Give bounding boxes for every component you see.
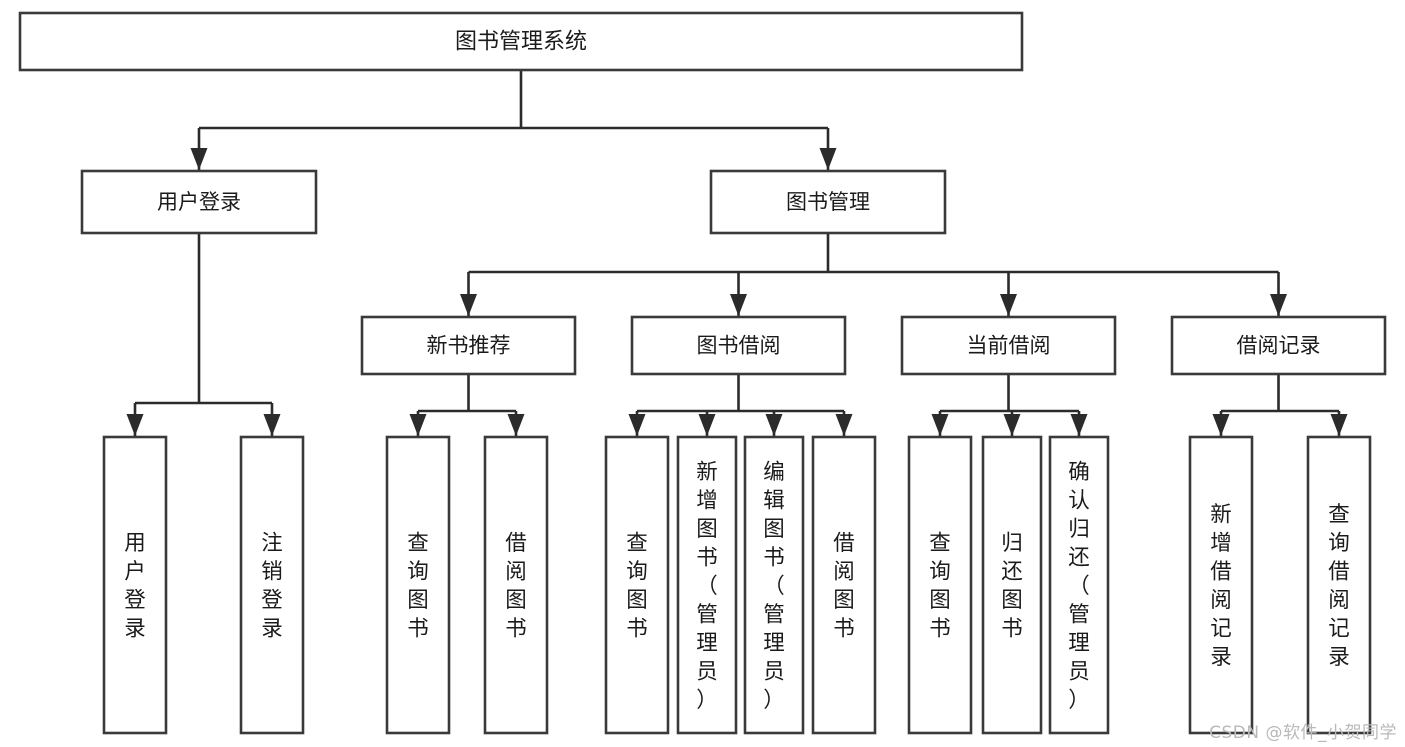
node-l2-user-login[interactable]: 用户登录 (80, 169, 318, 235)
node-box-leaf-nb-query (385, 435, 451, 735)
arrow-head-icon (409, 414, 427, 436)
node-box-leaf-user-login (102, 435, 168, 735)
arrow-head-icon (730, 294, 747, 316)
node-l3-record[interactable]: 借阅记录 (1170, 315, 1387, 376)
node-box-leaf-bw-query (604, 435, 670, 735)
node-label-leaf-bw-edit: 编辑图书（管理员） (763, 460, 785, 713)
node-leaf-cur-query[interactable]: 查询图书 (907, 435, 973, 735)
node-label-leaf-cur-confirm: 确认归还（管理员） (1068, 460, 1090, 713)
arrow-head-icon (931, 414, 949, 436)
node-root[interactable]: 图书管理系统 (18, 11, 1024, 72)
edge-group-l2-book-manage (460, 233, 1287, 316)
node-leaf-bw-edit[interactable]: 编辑图书（管理员） (743, 435, 805, 735)
node-label-l3-borrow: 图书借阅 (697, 334, 781, 358)
node-box-leaf-bw-borrow (811, 435, 877, 735)
node-l3-new-book[interactable]: 新书推荐 (360, 315, 577, 376)
arrow-head-icon (126, 414, 144, 436)
arrow-head-icon (1003, 414, 1021, 436)
arrow-head-icon (765, 414, 783, 436)
node-label-leaf-logout: 注销登录 (261, 531, 283, 642)
node-leaf-nb-query[interactable]: 查询图书 (385, 435, 451, 735)
edge-group-l3-record (1212, 374, 1348, 436)
node-leaf-bw-query[interactable]: 查询图书 (604, 435, 670, 735)
node-box-leaf-rec-query (1306, 435, 1372, 735)
node-label-leaf-nb-borrow: 借阅图书 (505, 531, 527, 642)
node-leaf-nb-borrow[interactable]: 借阅图书 (483, 435, 549, 735)
node-leaf-bw-add[interactable]: 新增图书（管理员） (676, 435, 738, 735)
connector-layer (126, 70, 1348, 436)
node-leaf-user-login[interactable]: 用户登录 (102, 435, 168, 735)
csdn-watermark: CSDN @软件_小贺同学 (1209, 723, 1397, 743)
node-box-leaf-bw-edit (743, 435, 805, 735)
edge-group-l2-user-login (126, 233, 281, 436)
node-label-leaf-user-login: 用户登录 (124, 531, 146, 642)
node-label-leaf-rec-query: 查询借阅记录 (1328, 503, 1350, 671)
node-label-root: 图书管理系统 (455, 30, 587, 55)
node-label-l2-book-manage: 图书管理 (786, 190, 870, 214)
node-label-l3-current: 当前借阅 (967, 334, 1051, 358)
arrow-head-icon (835, 414, 853, 436)
node-box-leaf-logout (239, 435, 305, 735)
arrow-head-icon (1212, 414, 1230, 436)
node-leaf-rec-query[interactable]: 查询借阅记录 (1306, 435, 1372, 735)
node-box-leaf-cur-return (981, 435, 1043, 735)
arrow-head-icon (460, 294, 477, 316)
node-box-l2-book-manage (709, 169, 947, 235)
node-leaf-cur-return[interactable]: 归还图书 (981, 435, 1043, 735)
node-label-leaf-bw-query: 查询图书 (626, 531, 648, 642)
edge-group-l3-current (931, 374, 1088, 436)
arrow-head-icon (698, 414, 716, 436)
node-box-leaf-cur-query (907, 435, 973, 735)
arrow-head-icon (263, 414, 281, 436)
node-label-l3-record: 借阅记录 (1237, 334, 1321, 358)
node-label-leaf-cur-query: 查询图书 (929, 531, 951, 642)
node-leaf-logout[interactable]: 注销登录 (239, 435, 305, 735)
node-layer: 图书管理系统用户登录图书管理新书推荐图书借阅当前借阅借阅记录用户登录注销登录查询… (18, 11, 1387, 735)
node-leaf-bw-borrow[interactable]: 借阅图书 (811, 435, 877, 735)
arrow-head-icon (1070, 414, 1088, 436)
edge-group-l3-new-book (409, 374, 525, 436)
node-box-l3-record (1170, 315, 1387, 376)
node-box-l2-user-login (80, 169, 318, 235)
node-label-l3-new-book: 新书推荐 (427, 334, 511, 358)
node-label-leaf-cur-return: 归还图书 (1001, 531, 1023, 642)
arrow-head-icon (190, 148, 208, 170)
node-l3-borrow[interactable]: 图书借阅 (630, 315, 847, 376)
node-label-leaf-bw-add: 新增图书（管理员） (696, 460, 718, 713)
arrow-head-icon (1000, 294, 1017, 316)
arrow-head-icon (1330, 414, 1348, 436)
node-box-l3-borrow (630, 315, 847, 376)
node-leaf-cur-confirm[interactable]: 确认归还（管理员） (1048, 435, 1110, 735)
node-label-leaf-rec-add: 新增借阅记录 (1210, 503, 1232, 671)
arrow-head-icon (628, 414, 646, 436)
node-label-l2-user-login: 用户登录 (157, 190, 241, 214)
node-label-leaf-nb-query: 查询图书 (407, 531, 429, 642)
node-box-l3-current (900, 315, 1117, 376)
node-box-leaf-bw-add (676, 435, 738, 735)
node-box-leaf-rec-add (1188, 435, 1254, 735)
arrow-head-icon (1270, 294, 1287, 316)
node-box-root (18, 11, 1024, 72)
arrow-head-icon (819, 148, 837, 170)
node-l3-current[interactable]: 当前借阅 (900, 315, 1117, 376)
node-leaf-rec-add[interactable]: 新增借阅记录 (1188, 435, 1254, 735)
arrow-head-icon (507, 414, 525, 436)
node-box-leaf-cur-confirm (1048, 435, 1110, 735)
edge-group-l3-borrow (628, 374, 853, 436)
node-box-l3-new-book (360, 315, 577, 376)
node-box-leaf-nb-borrow (483, 435, 549, 735)
node-label-leaf-bw-borrow: 借阅图书 (833, 531, 855, 642)
node-l2-book-manage[interactable]: 图书管理 (709, 169, 947, 235)
edge-group-root (190, 70, 837, 170)
